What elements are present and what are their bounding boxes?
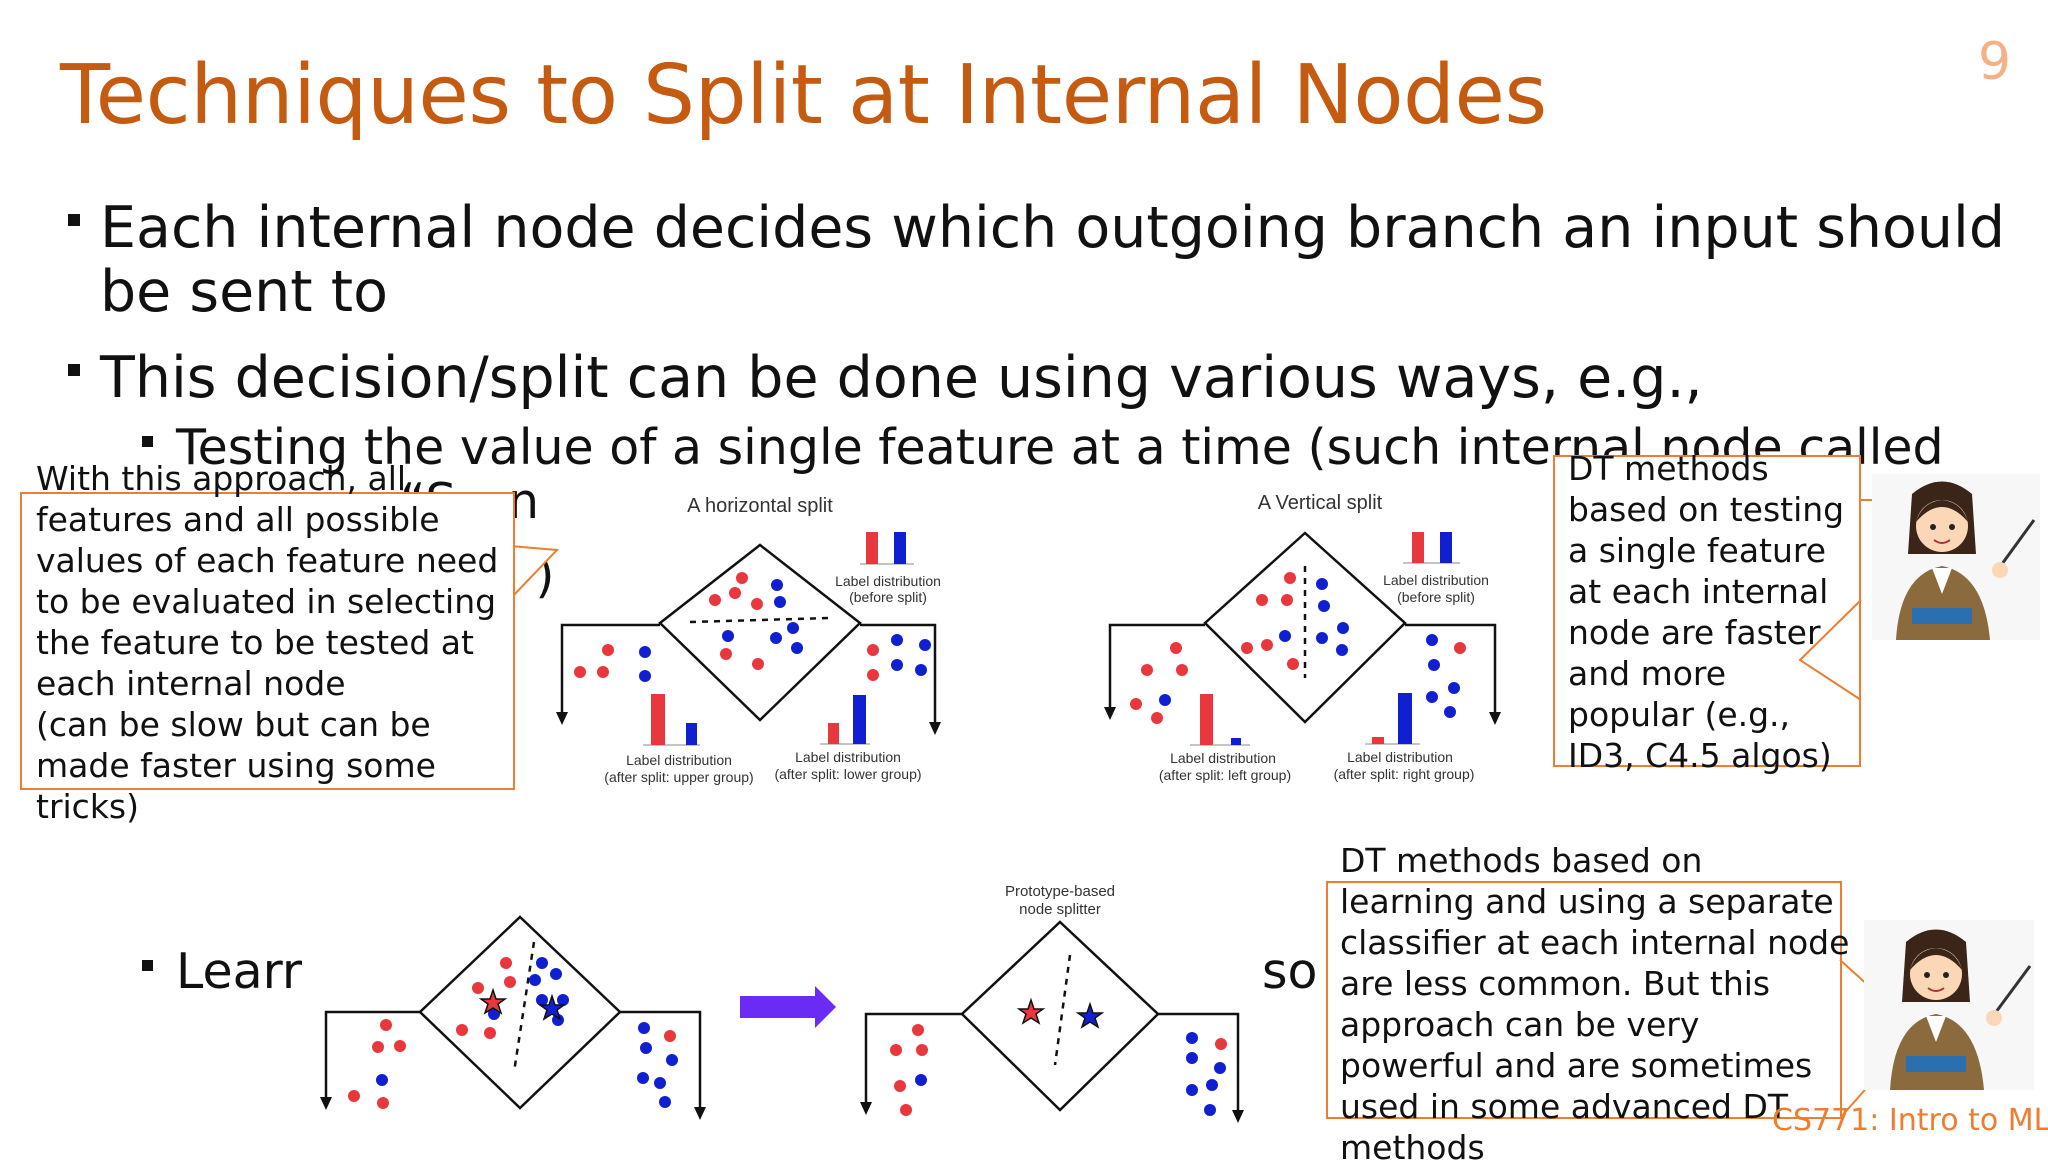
svg-text:Prototype-based: Prototype-based [1005,883,1115,900]
bullet-2: This decision/split can be done using va… [100,345,1703,411]
svg-text:Label distribution: Label distribution [1383,572,1489,588]
bullet-marker [68,364,80,376]
svg-text:Label distribution: Label distribution [1347,749,1453,765]
data-points [890,1024,1227,1116]
sub-bullet-2-fragment: Learr [176,943,303,1000]
callout-box-bottom-right [1326,881,1842,1119]
bullet-1-line-1: Each internal node decides which outgoin… [100,195,2006,261]
svg-text:Label distribution: Label distribution [626,752,732,768]
branch-right [860,623,937,730]
node-diamond [960,920,1160,1112]
callout-box-left [20,492,515,790]
bullet-1-line-2: be sent to [100,259,388,325]
data-points [574,572,931,682]
label-distribution-bars [643,532,914,746]
svg-text:node splitter: node splitter [1019,901,1101,918]
callout-pointer [1798,499,1890,701]
branch-left [1108,623,1205,715]
svg-text:Label distribution: Label distribution [795,749,901,765]
arrow-icon [740,986,836,1028]
sub-bullet-marker [142,960,153,971]
label-distribution-bars [1190,532,1460,746]
callout-box-top-right [1553,455,1861,767]
svg-text:(after split: upper group): (after split: upper group) [604,769,753,785]
svg-text:(after split: right group): (after split: right group) [1334,766,1475,782]
branch-left [560,623,660,720]
teacher-icon [1864,920,2034,1090]
svg-text:Label distribution: Label distribution [835,573,941,589]
data-points [1130,572,1466,724]
svg-text:(after split: left group): (after split: left group) [1159,767,1291,783]
svg-text:(before split): (before split) [849,589,927,605]
vertical-split-title: A Vertical split [1258,492,1383,514]
prototype-star [1075,1001,1105,1029]
footer-course-label: CS771: Intro to ML [1772,1103,2048,1138]
split-diagrams-top: A horizontal split Label distribution (b… [556,492,1501,785]
callout-text-bottom-right: DT methods based on learning and using a… [1340,841,1850,1167]
branch-right [1405,623,1497,720]
split-line [512,941,536,1073]
callout-text-left: With this approach, all features and all… [36,459,499,826]
split-diagrams-bottom: Prototype-based node splitter [320,883,1244,1123]
svg-text:Label distribution: Label distribution [1170,750,1276,766]
horizontal-split-title: A horizontal split [687,495,833,517]
slide-title: Techniques to Split at Internal Nodes [60,48,1547,143]
svg-text:(before split): (before split) [1397,589,1475,605]
node-diamond [418,915,622,1110]
sub-bullet-marker [142,436,153,447]
prototype-star [478,987,508,1015]
prototype-star [537,993,567,1021]
callout-text-top-right: DT methods based on testing a single fea… [1568,449,1845,775]
data-points [348,957,678,1109]
sub-bullet-2-fragment: so [1262,943,1318,1000]
prototype-star [1016,997,1046,1025]
bullet-marker [68,214,80,226]
teacher-icon [1872,474,2040,640]
node-diamond [658,543,862,722]
svg-text:(after split: lower group): (after split: lower group) [774,766,921,782]
page-number: 9 [1978,32,2012,92]
